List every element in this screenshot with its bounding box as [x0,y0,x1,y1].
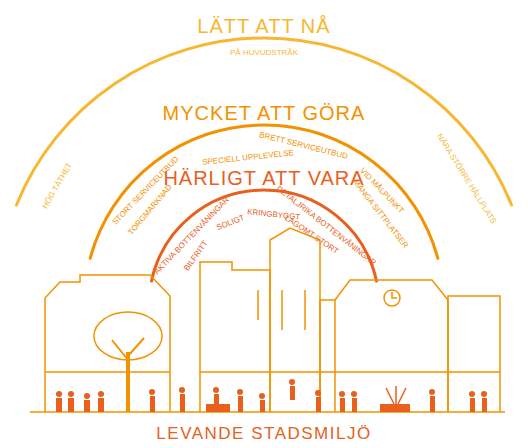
criterion: HÖG TÄTHET [42,162,75,211]
criterion: NÄRA STÖRRE HÅLLPLATS [435,133,497,226]
buildings [30,228,505,412]
criterion: SPECIELL UPPLEVELSE [202,149,295,167]
caption: LEVANDE STADSMILJÖ [0,424,528,444]
level-title: LÄTT ATT NÅ [197,16,330,36]
level-subtitle: PÅ HUVUDSTRÅK [230,49,298,57]
middle-arc [90,125,438,258]
level-title: HÄRLIGT ATT VARA [163,168,364,188]
outer-arc [16,38,511,205]
trees [94,312,162,412]
criterion: SOLIGT [216,214,246,232]
people [56,379,487,412]
level-title: MYCKET ATT GÖRA [163,103,366,123]
